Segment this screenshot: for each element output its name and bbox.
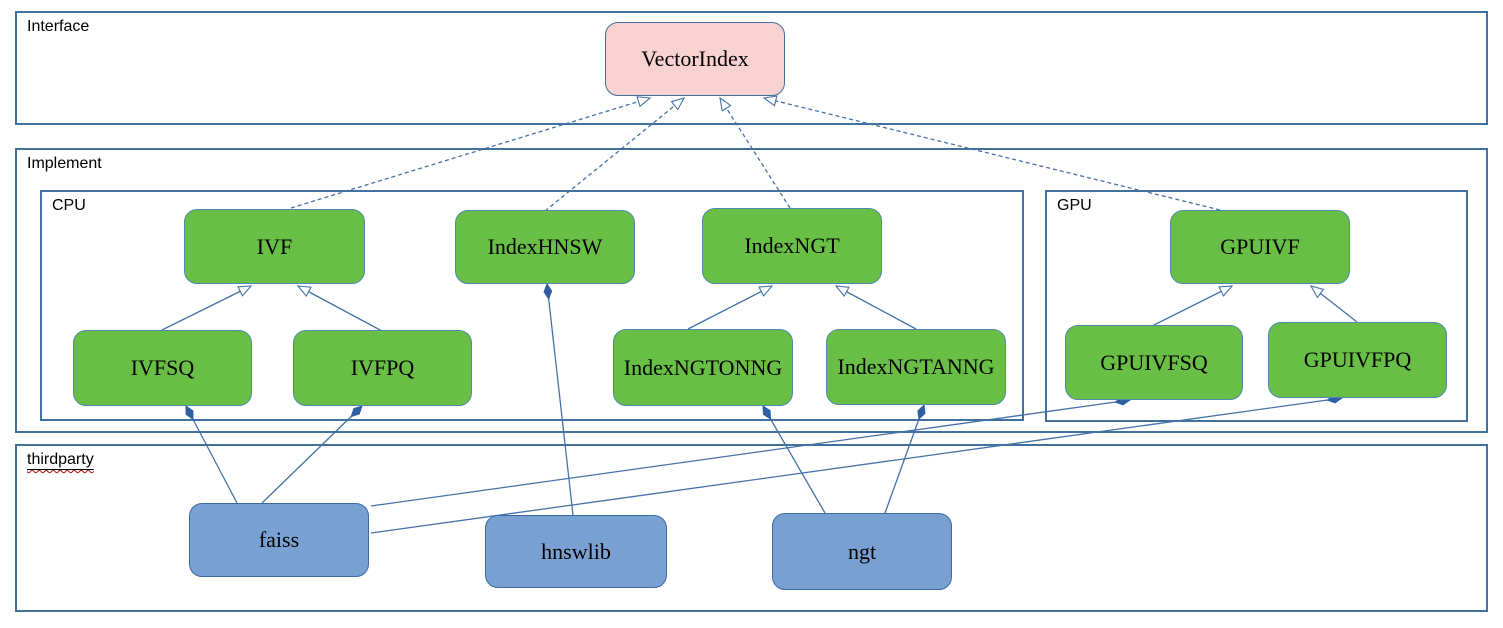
edge-realizes-indexhnsw-vectorindex (544, 97, 686, 212)
edge-composes-indexhnsw-hnswlib (547, 284, 574, 516)
node-ivfsq: IVFSQ (73, 330, 252, 406)
container-implement-label: Implement (27, 155, 102, 172)
node-faiss-label: faiss (258, 527, 300, 552)
node-gpuivf: GPUIVF (1170, 210, 1350, 284)
node-faiss: faiss (189, 503, 369, 577)
edge-realizes-ivf-vectorindex (290, 96, 652, 209)
node-gpuivfpq: GPUIVFPQ (1268, 322, 1447, 398)
container-gpu: GPU (1045, 190, 1468, 422)
node-indexngt: IndexNGT (702, 208, 882, 284)
container-thirdparty-label: thirdparty (27, 451, 94, 469)
edge-composes-gpuivfsq-faiss (370, 400, 1130, 507)
container-cpu: CPU (40, 190, 1024, 421)
container-gpu-label: GPU (1057, 197, 1092, 214)
node-gpuivfpq-label: GPUIVFPQ (1303, 347, 1412, 372)
node-gpuivf-label: GPUIVF (1220, 234, 1300, 259)
edge-inherits-indexngtonng-indexngt (687, 285, 774, 330)
node-vectorindex: VectorIndex (605, 22, 785, 96)
node-gpuivfsq: GPUIVFSQ (1065, 325, 1243, 400)
container-implement: Implement (15, 148, 1488, 433)
container-interface: Interface (15, 11, 1488, 125)
edge-composes-gpuivfpq-faiss (370, 398, 1342, 534)
node-indexhnsw: IndexHNSW (455, 210, 635, 284)
node-indexngtanng-label: IndexNGTANNG (837, 354, 995, 379)
edge-composes-indexngtonng-ngt (762, 406, 826, 514)
node-hnswlib-label: hnswlib (541, 538, 611, 564)
edge-composes-ivfsq-faiss (185, 406, 238, 504)
edge-composes-ivfpq-faiss (261, 406, 362, 504)
node-indexngtonng-label: IndexNGTONNG (623, 354, 783, 380)
edge-realizes-gpuivf-vectorindex (762, 95, 1221, 211)
node-indexngt-label: IndexNGT (744, 233, 840, 258)
node-ivfpq: IVFPQ (293, 330, 472, 406)
node-hnswlib: hnswlib (485, 515, 667, 588)
container-thirdparty: thirdparty (15, 444, 1488, 612)
edge-inherits-ivfsq-ivf (161, 285, 253, 331)
node-indexngtonng: IndexNGTONNG (613, 329, 793, 406)
node-ngt: ngt (772, 513, 952, 590)
node-ivf-label: IVF (256, 233, 293, 259)
node-ngt-label: ngt (847, 538, 877, 564)
container-cpu-label: CPU (52, 197, 86, 214)
node-ivf: IVF (184, 209, 365, 284)
edge-inherits-gpuivfsq-gpuivf (1153, 285, 1234, 326)
container-thirdparty-label-text: thirdparty (27, 451, 94, 468)
edge-inherits-ivfpq-ivf (296, 285, 383, 332)
edge-realizes-indexngt-vectorindex (719, 96, 791, 209)
node-indexngtanng: IndexNGTANNG (826, 329, 1006, 405)
edge-inherits-gpuivfpq-gpuivf (1309, 285, 1358, 323)
node-ivfpq-label: IVFPQ (350, 355, 415, 380)
edge-inherits-indexngtanng-indexngt (834, 285, 917, 330)
node-gpuivfsq-label: GPUIVFSQ (1100, 349, 1208, 375)
node-vectorindex-label: VectorIndex (641, 46, 749, 71)
container-interface-label: Interface (27, 18, 90, 35)
node-ivfsq-label: IVFSQ (130, 355, 195, 380)
node-indexhnsw-label: IndexHNSW (487, 234, 603, 259)
